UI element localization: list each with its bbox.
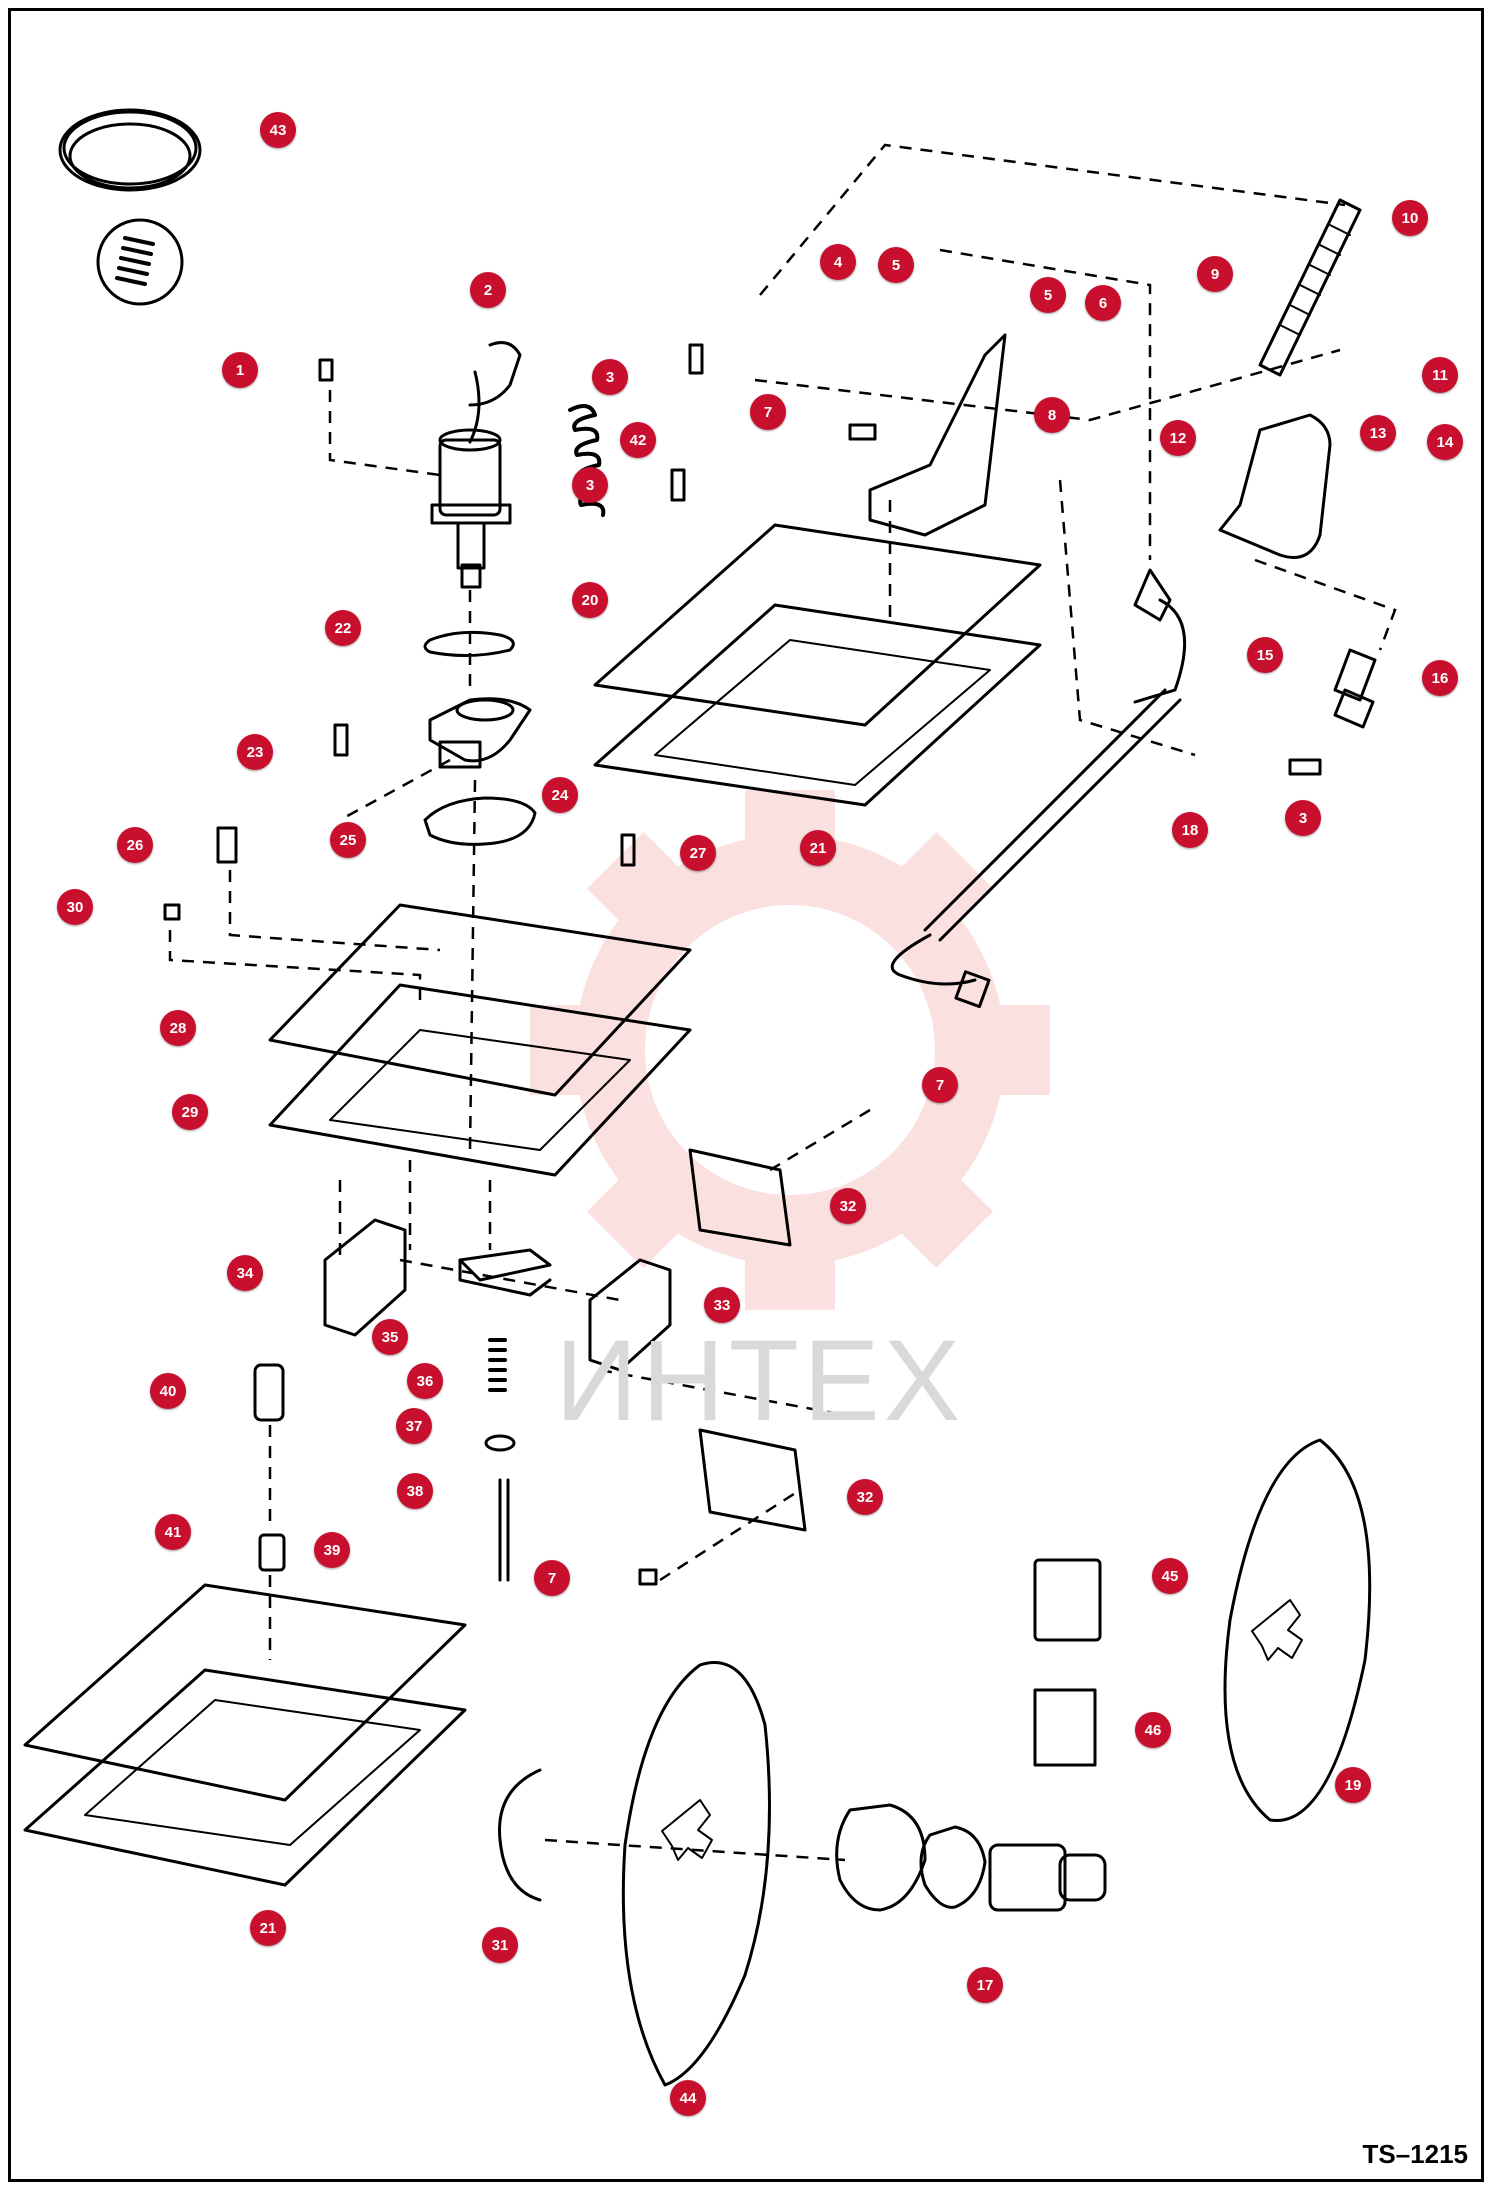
callout-40: 40 [150, 1373, 186, 1409]
callout-45: 45 [1152, 1558, 1188, 1594]
callout-37: 37 [396, 1408, 432, 1444]
solenoid-part [430, 341, 522, 589]
callout-26: 26 [117, 827, 153, 863]
gasket-29 [268, 983, 692, 1177]
lever-rod [890, 568, 1187, 1009]
drive-plate-32a [688, 1148, 792, 1247]
callout-3: 3 [1285, 800, 1321, 836]
gasket-22 [423, 630, 515, 658]
drive-plate-32b [698, 1428, 807, 1532]
callout-11: 11 [1422, 357, 1458, 393]
callout-22: 22 [325, 610, 361, 646]
callout-7: 7 [922, 1067, 958, 1103]
callout-21: 21 [800, 830, 836, 866]
assembly-lines [168, 143, 1397, 1862]
callout-21: 21 [250, 1910, 286, 1946]
bushing-41 [258, 1533, 286, 1572]
callout-3: 3 [572, 467, 608, 503]
watermark-text: ИНТЕХ [555, 1317, 965, 1445]
callout-15: 15 [1247, 637, 1283, 673]
callout-6: 6 [1085, 285, 1121, 321]
plate-28 [268, 903, 692, 1097]
callout-43: 43 [260, 112, 296, 148]
callout-42: 42 [620, 422, 656, 458]
callout-24: 24 [542, 777, 578, 813]
callout-5: 5 [878, 247, 914, 283]
callout-36: 36 [407, 1363, 443, 1399]
callout-14: 14 [1427, 424, 1463, 460]
callout-20: 20 [572, 582, 608, 618]
callout-30: 30 [57, 889, 93, 925]
callout-4: 4 [820, 244, 856, 280]
sprocket-shaft-17 [835, 1803, 1107, 1912]
callout-32: 32 [830, 1188, 866, 1224]
callout-10: 10 [1392, 200, 1428, 236]
block-34 [323, 1218, 407, 1337]
threaded-rod-9 [1258, 198, 1362, 377]
rod-38 [498, 1478, 510, 1582]
spring-36 [488, 1338, 507, 1392]
pin-40 [253, 1363, 285, 1422]
callout-7: 7 [534, 1560, 570, 1596]
callout-31: 31 [482, 1927, 518, 1963]
watermark-gear [530, 790, 1050, 1310]
callout-28: 28 [160, 1010, 196, 1046]
gasket-21-top [593, 603, 1042, 807]
callout-17: 17 [967, 1967, 1003, 2003]
callout-25: 25 [330, 822, 366, 858]
bolt-16 [1333, 648, 1377, 729]
washer-37 [484, 1434, 516, 1452]
spring-detail-inset [96, 218, 184, 306]
snap-ring-31 [498, 1768, 542, 1902]
disc-19 [1223, 1438, 1372, 1823]
callout-12: 12 [1160, 420, 1196, 456]
wire-harness-coil [58, 108, 202, 192]
callout-3: 3 [592, 359, 628, 395]
callout-2: 2 [470, 272, 506, 308]
callout-38: 38 [397, 1473, 433, 1509]
plate-39 [23, 1583, 467, 1802]
callout-23: 23 [237, 734, 273, 770]
callout-7: 7 [750, 394, 786, 430]
callout-13: 13 [1360, 415, 1396, 451]
card-46 [1033, 1688, 1097, 1767]
plate-20 [593, 523, 1042, 727]
callout-44: 44 [670, 2080, 706, 2116]
callout-5: 5 [1030, 277, 1066, 313]
screws [163, 343, 1322, 1586]
callout-32: 32 [847, 1479, 883, 1515]
decal-45 [1033, 1558, 1102, 1642]
callout-1: 1 [222, 352, 258, 388]
figure-code: TS–1215 [1362, 2139, 1468, 2169]
callout-35: 35 [372, 1319, 408, 1355]
callout-46: 46 [1135, 1712, 1171, 1748]
disc-44 [621, 1661, 771, 2087]
callout-33: 33 [704, 1287, 740, 1323]
callout-29: 29 [172, 1094, 208, 1130]
block-33 [588, 1258, 672, 1372]
callout-41: 41 [155, 1514, 191, 1550]
callout-39: 39 [314, 1532, 350, 1568]
callout-16: 16 [1422, 660, 1458, 696]
diagram-frame [8, 8, 1484, 2182]
gasket-21-bottom [23, 1668, 467, 1887]
callout-18: 18 [1172, 812, 1208, 848]
callout-34: 34 [227, 1255, 263, 1291]
bracket-8 [868, 333, 1007, 537]
callout-27: 27 [680, 835, 716, 871]
gasket-25 [423, 796, 537, 846]
callout-9: 9 [1197, 256, 1233, 292]
callout-8: 8 [1034, 397, 1070, 433]
mount-housing [428, 697, 532, 769]
arm-12 [1218, 413, 1332, 559]
callout-19: 19 [1335, 1767, 1371, 1803]
